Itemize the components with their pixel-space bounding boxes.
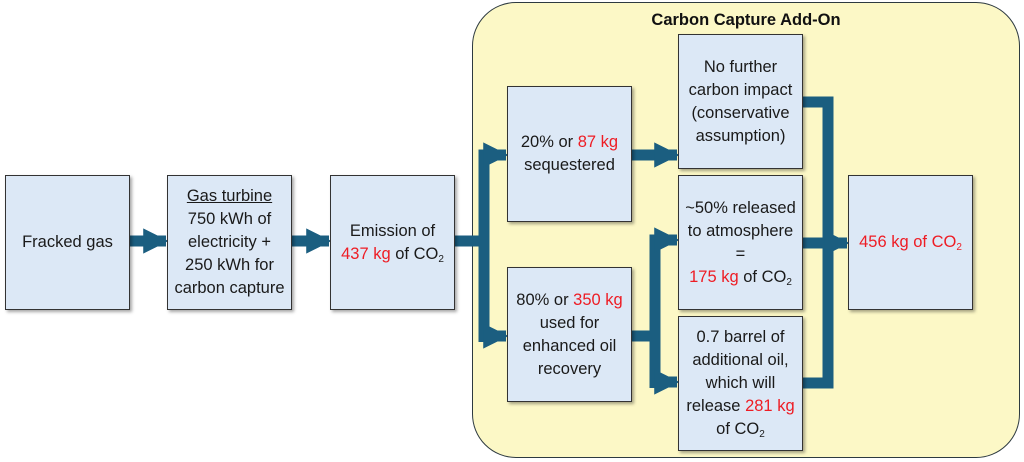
panel-title: Carbon Capture Add-On (651, 11, 841, 29)
sequestered-label: sequestered (524, 156, 615, 174)
gas-turbine-heading: Gas turbine (186, 187, 273, 205)
no-impact-box: No further carbon impact (conservative a… (678, 34, 803, 169)
gas-turbine-box: Gas turbine 750 kWh of electricity + 250… (167, 175, 292, 310)
emission-unit: of CO (395, 244, 439, 263)
emission-label: Emission of (349, 221, 436, 240)
subscript: 2 (786, 276, 792, 288)
released-value: 175 kg (689, 267, 739, 286)
emission-box: Emission of 437 kg of CO2 (330, 175, 455, 310)
released-label: ~50% released to atmosphere = (685, 198, 796, 263)
sequestered-pct: 20% or (520, 133, 574, 151)
eor-label: used for enhanced oil recovery (522, 313, 617, 378)
arrow-to-eor (478, 230, 509, 349)
sequestered-value: 87 kg (577, 133, 619, 151)
arrow-to-barrel (649, 300, 680, 395)
barrel-unit: of CO (716, 420, 760, 438)
subscript: 2 (759, 429, 765, 440)
released-unit: of CO (743, 267, 787, 286)
sequestered-box: 20% or 87 kg sequestered (507, 86, 632, 222)
total-value: 456 kg of CO (859, 233, 957, 251)
fracked-gas-box: Fracked gas (5, 175, 130, 310)
fracked-gas-label: Fracked gas (22, 233, 113, 251)
eor-value: 350 kg (573, 290, 623, 309)
eor-box: 80% or 350 kg used for enhanced oil reco… (507, 267, 632, 402)
released-box: ~50% released to atmosphere = 175 kg of … (678, 175, 803, 310)
eor-pct: 80% or (516, 290, 569, 309)
barrel-value: 281 kg (745, 397, 795, 415)
subscript: 2 (438, 253, 444, 265)
barrel-box: 0.7 barrel of additional oil, which will… (678, 316, 803, 451)
emission-value: 437 kg (341, 244, 391, 263)
barrel-label: 0.7 barrel of additional oil, which will… (686, 328, 789, 415)
subscript: 2 (956, 242, 962, 253)
total-box: 456 kg of CO2 (848, 175, 973, 310)
gas-turbine-text: 750 kWh of electricity + 250 kWh for car… (174, 210, 285, 297)
no-impact-label: No further carbon impact (conservative a… (688, 57, 793, 145)
